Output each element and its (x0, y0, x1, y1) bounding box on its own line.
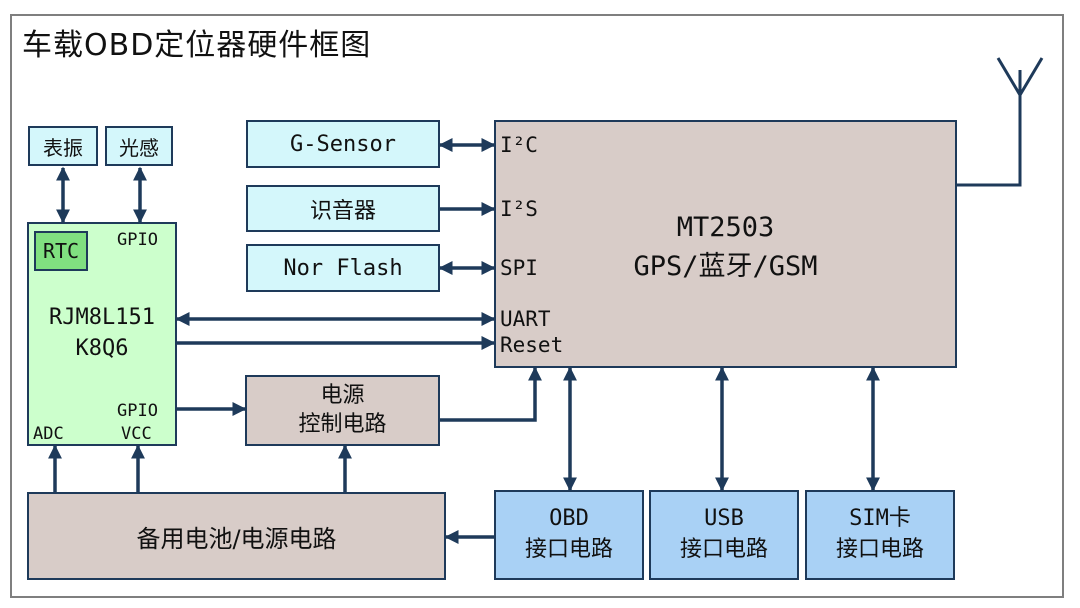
usb-interface-line2: 接口电路 (679, 537, 768, 562)
power-control-block: 电源 控制电路 (245, 375, 440, 446)
guanggan-block: 光感 (105, 126, 173, 166)
soc-pin-reset: Reset (500, 333, 564, 357)
mcu-pin-gpio-bottom: GPIO (117, 401, 158, 421)
guanggan-label: 光感 (119, 135, 159, 160)
g-sensor-block: G-Sensor (246, 120, 440, 168)
mcu-pin-gpio-top: GPIO (117, 230, 158, 250)
mcu-name-line1: RJM8L151 (49, 305, 155, 331)
diagram-title: 车载OBD定位器硬件框图 (22, 28, 372, 63)
biaozhen-block: 表振 (28, 126, 98, 166)
mt2503-name: MT2503 (676, 211, 775, 243)
sim-interface-line2: 接口电路 (835, 537, 924, 562)
mcu-pin-adc: ADC (33, 424, 64, 444)
biaozhen-label: 表振 (43, 135, 83, 160)
rtc-label: RTC (42, 239, 80, 263)
soc-pin-i2s: I²S (500, 197, 538, 221)
mcu-name-line2: K8Q6 (75, 336, 129, 361)
obd-interface-line1: OBD (549, 506, 589, 532)
battery-label: 备用电池/电源电路 (136, 524, 337, 553)
power-control-line2: 控制电路 (298, 411, 387, 437)
obd-interface-line2: 接口电路 (524, 537, 613, 562)
soc-pin-i2c: I²C (500, 133, 538, 157)
battery-block: 备用电池/电源电路 (27, 492, 446, 580)
shiyinqi-label: 识音器 (309, 198, 376, 224)
soc-pin-uart: UART (500, 307, 551, 331)
sim-interface-line1: SIM卡 (849, 506, 911, 532)
soc-pin-spi: SPI (500, 256, 538, 280)
shiyinqi-block: 识音器 (246, 185, 440, 232)
mt2503-block: MT2503 GPS/蓝牙/GSM (494, 120, 957, 368)
rtc-block: RTC (34, 231, 88, 271)
nor-flash-label: Nor Flash (283, 255, 403, 281)
sim-interface-block: SIM卡 接口电路 (805, 490, 955, 580)
obd-interface-block: OBD 接口电路 (494, 490, 644, 580)
nor-flash-block: Nor Flash (246, 244, 440, 292)
antenna-icon (957, 57, 1044, 187)
g-sensor-label: G-Sensor (290, 131, 396, 157)
usb-interface-line1: USB (704, 506, 744, 532)
mt2503-function: GPS/蓝牙/GSM (633, 251, 818, 282)
usb-interface-block: USB 接口电路 (649, 490, 799, 580)
mcu-pin-vcc: VCC (121, 424, 152, 444)
power-control-line1: 电源 (320, 382, 365, 408)
wire-power-soc (440, 366, 542, 422)
